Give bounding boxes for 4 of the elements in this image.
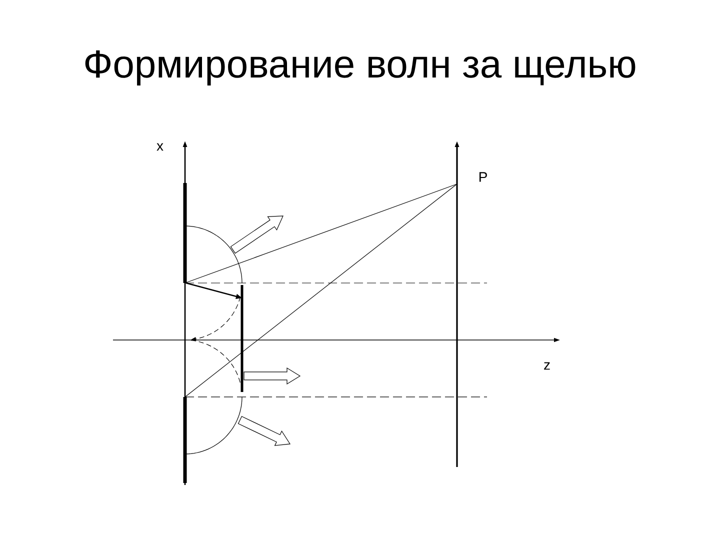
axis-label: x (156, 143, 164, 151)
axis-label: z (544, 362, 550, 370)
axis-label: P (479, 172, 487, 182)
title: Формирование волн за щелью (85, 50, 636, 86)
